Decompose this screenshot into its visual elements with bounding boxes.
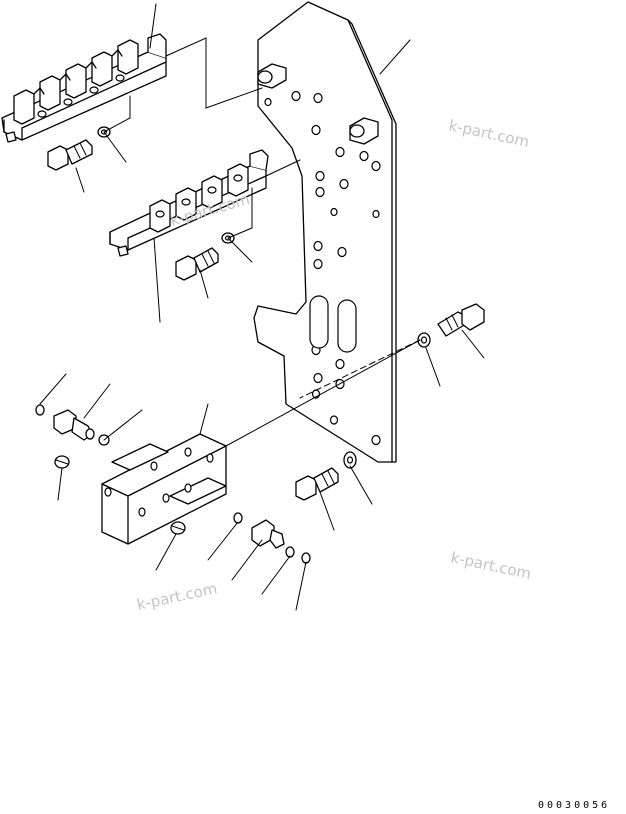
watermark-text: k-part.com — [447, 116, 531, 151]
assembly-lines — [103, 37, 421, 447]
watermark-text: k-part.com — [135, 579, 219, 614]
middle-bracket-terminals — [149, 163, 249, 233]
plate-slots — [309, 295, 357, 353]
middle-terminal-bracket — [109, 149, 269, 257]
drawing-number: 00030056 — [538, 800, 610, 811]
plate-mount-washer-right — [417, 332, 431, 348]
plug-bottom — [170, 521, 186, 535]
junction-block-ports — [104, 447, 214, 517]
o-ring-lower-1 — [285, 546, 295, 558]
o-ring-upper-left — [35, 404, 45, 416]
top-terminal-bracket — [1, 33, 167, 143]
elbow-fitting-upper — [53, 409, 95, 441]
top-bracket-terminals — [13, 39, 139, 125]
top-bracket-bolt — [47, 139, 93, 171]
leader-lines — [39, 3, 485, 611]
plate-mount-bolt-right — [437, 303, 485, 337]
plate-holes — [264, 90, 381, 446]
plug-left — [54, 455, 70, 469]
plate-spacer-bosses — [257, 63, 379, 145]
plate-mount-bolt-bottom — [295, 467, 339, 501]
middle-bracket-bolt — [175, 247, 219, 281]
plate-mount-washer-bottom — [343, 451, 357, 469]
elbow-fitting-lower — [251, 519, 285, 549]
o-ring-bottom — [233, 512, 243, 524]
watermark-text: k-part.com — [449, 548, 533, 583]
junction-block — [101, 433, 227, 545]
mounting-plate — [253, 1, 397, 463]
